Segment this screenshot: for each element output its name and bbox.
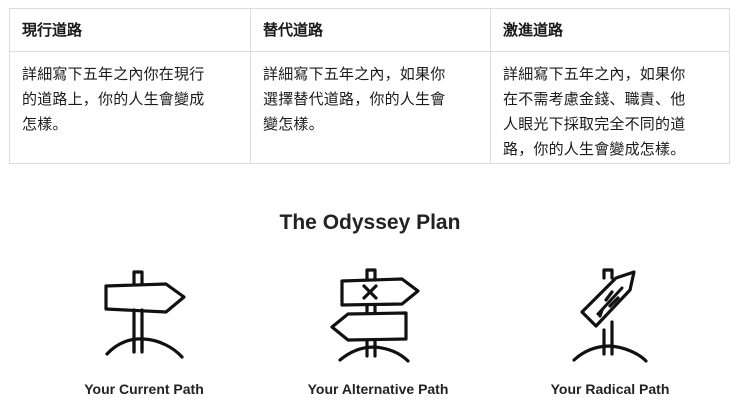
- current-path-description: 詳細寫下五年之內你在現行 的道路上，你的人生會變成 怎樣。: [10, 52, 250, 137]
- single-signpost-icon: [74, 262, 214, 370]
- description-line: 變怎樣。: [263, 115, 324, 133]
- alternative-path-label: Your Alternative Path: [307, 381, 449, 397]
- alternative-path-description: 詳細寫下五年之內，如果你 選擇替代道路，你的人生會 變怎樣。: [251, 52, 490, 137]
- current-path-label: Your Current Path: [84, 381, 204, 397]
- description-line: 路，你的人生會變成怎樣。: [503, 140, 686, 158]
- radical-path-header: 激進道路: [491, 9, 729, 52]
- description-line: 詳細寫下五年之內，如果你: [263, 65, 446, 83]
- description-line: 詳細寫下五年之內你在現行: [22, 65, 205, 83]
- double-signpost-icon: [304, 262, 444, 370]
- alternative-path-column: 替代道路 詳細寫下五年之內，如果你 選擇替代道路，你的人生會 變怎樣。: [250, 9, 490, 163]
- description-line: 詳細寫下五年之內，如果你: [503, 65, 686, 83]
- odyssey-table: 現行道路 詳細寫下五年之內你在現行 的道路上，你的人生會變成 怎樣。 替代道路 …: [9, 8, 730, 164]
- description-line: 的道路上，你的人生會變成: [22, 90, 205, 108]
- tilted-signpost-icon: [540, 262, 680, 370]
- current-path-header: 現行道路: [10, 9, 250, 52]
- description-line: 選擇替代道路，你的人生會: [263, 90, 446, 108]
- radical-path-description: 詳細寫下五年之內，如果你 在不需考慮金錢、職責、他 人眼光下採取完全不同的道 路…: [491, 52, 729, 162]
- description-line: 在不需考慮金錢、職責、他: [503, 90, 686, 108]
- description-line: 怎樣。: [22, 115, 68, 133]
- radical-path-label: Your Radical Path: [550, 381, 670, 397]
- description-line: 人眼光下採取完全不同的道: [503, 115, 686, 133]
- radical-path-column: 激進道路 詳細寫下五年之內，如果你 在不需考慮金錢、職責、他 人眼光下採取完全不…: [490, 9, 729, 163]
- odyssey-plan-title: The Odyssey Plan: [279, 211, 461, 234]
- current-path-column: 現行道路 詳細寫下五年之內你在現行 的道路上，你的人生會變成 怎樣。: [10, 9, 250, 163]
- alternative-path-header: 替代道路: [251, 9, 490, 52]
